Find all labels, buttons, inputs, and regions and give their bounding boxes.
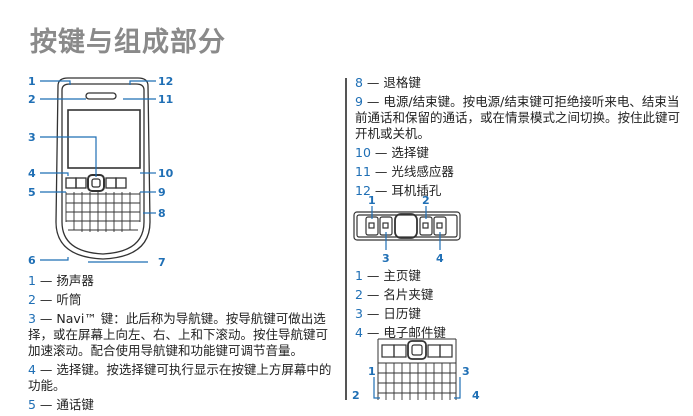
- svg-text:6: 6: [28, 254, 36, 267]
- function-keys-list: 1 — 主页键 2 — 名片夹键 3 — 日历键 4 — 电子邮件键: [355, 268, 555, 344]
- list-item: 2 — 名片夹键: [355, 287, 434, 302]
- page-title: 按键与组成部分: [30, 27, 226, 58]
- list-item: 3 — 日历键: [355, 306, 421, 321]
- svg-text:10: 10: [158, 167, 174, 180]
- svg-text:9: 9: [158, 186, 166, 199]
- list-item: 10 — 选择键: [355, 145, 429, 160]
- keyboard-diagram: 1 2 3 4: [352, 338, 480, 400]
- list-item: 9 — 电源/结束键。按电源/结束键可拒绝接听来电、结束当前通话和保留的通话，或…: [355, 94, 681, 141]
- svg-text:3: 3: [28, 131, 36, 144]
- svg-text:2: 2: [352, 389, 360, 400]
- list-item: 12 — 耳机插孔: [355, 183, 442, 198]
- svg-text:2: 2: [422, 194, 430, 207]
- list-item: 1 — 扬声器: [28, 273, 94, 288]
- list-item: 4 — 电子邮件键: [355, 325, 446, 340]
- svg-text:3: 3: [382, 252, 390, 264]
- left-description-list: 1 — 扬声器 2 — 听筒 3 — Navi™ 键：此后称为导航键。按导航键可…: [28, 273, 338, 416]
- svg-text:8: 8: [158, 207, 166, 220]
- list-item: 8 — 退格键: [355, 75, 421, 90]
- svg-text:4: 4: [472, 389, 480, 400]
- list-item: 2 — 听筒: [28, 292, 82, 307]
- phone-diagram: 1 2 3 4 5 6 7 8 9 10 11 12: [28, 75, 174, 267]
- list-item: 11 — 光线感应器: [355, 164, 454, 179]
- right-description-list: 8 — 退格键 9 — 电源/结束键。按电源/结束键可拒绝接听来电、结束当前通话…: [355, 75, 690, 202]
- svg-text:1: 1: [368, 194, 376, 207]
- svg-text:3: 3: [462, 365, 470, 378]
- list-item: 1 — 主页键: [355, 268, 421, 283]
- list-item: 5 — 通话键: [28, 397, 94, 412]
- list-item: 4 — 选择键。按选择键可执行显示在按键上方屏幕中的功能。: [28, 362, 332, 393]
- svg-text:1: 1: [28, 75, 36, 88]
- list-item: 3 — Navi™ 键：此后称为导航键。按导航键可做出选择，或在屏幕上向左、右、…: [28, 311, 329, 358]
- svg-text:7: 7: [158, 256, 166, 267]
- svg-text:4: 4: [436, 252, 444, 264]
- svg-text:1: 1: [368, 365, 376, 378]
- svg-text:11: 11: [158, 93, 173, 106]
- svg-text:4: 4: [28, 167, 36, 180]
- svg-text:12: 12: [158, 75, 173, 88]
- column-divider: [345, 78, 347, 400]
- function-keys-diagram: 1 2 3 4: [353, 194, 461, 264]
- svg-text:2: 2: [28, 93, 36, 106]
- svg-text:5: 5: [28, 186, 36, 199]
